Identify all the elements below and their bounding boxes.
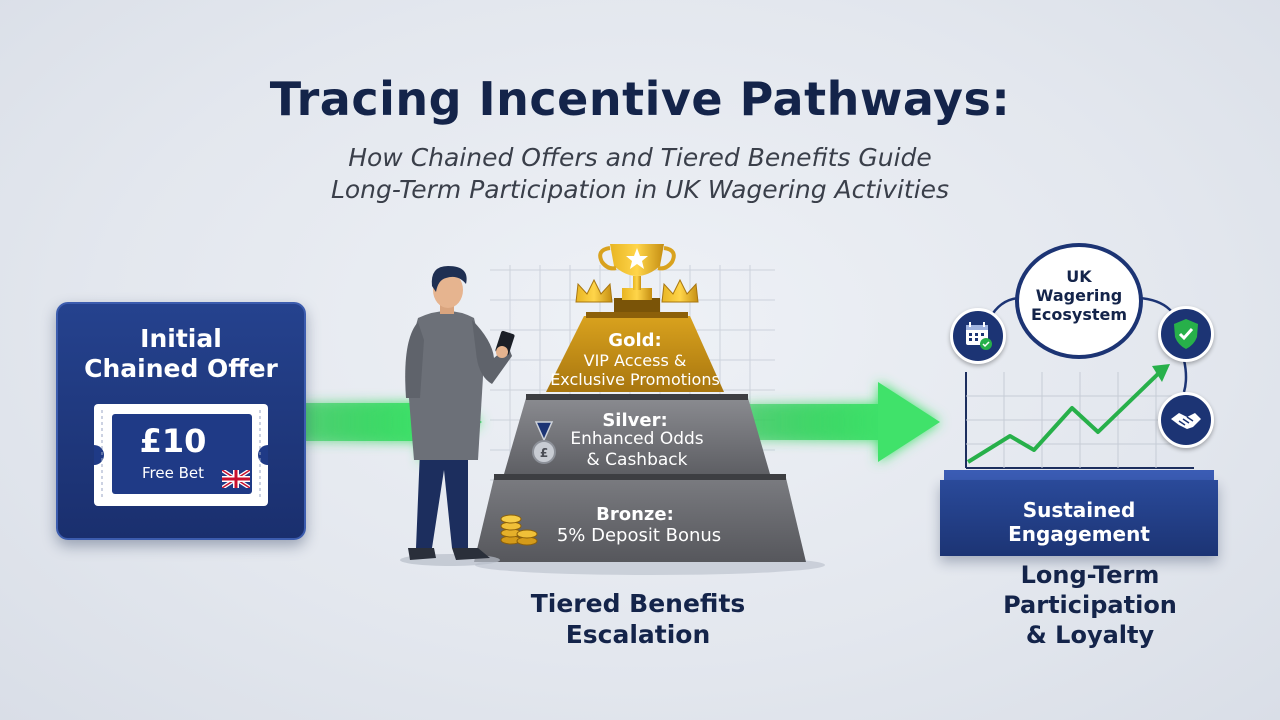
engagement-label: Sustained Engagement (940, 498, 1218, 546)
calendar-icon (950, 308, 1006, 364)
ecosystem-label: UK Wagering Ecosystem (1019, 267, 1139, 324)
ticket-notches (94, 410, 268, 500)
ecosystem-label-line-3: Ecosystem (1030, 305, 1128, 324)
bronze-tier-name: Bronze: (596, 504, 674, 525)
growth-chart-icon (965, 364, 1194, 469)
gold-tier-desc-2: Exclusive Promotions (550, 370, 720, 389)
loyalty-caption-line-1: Long-Term (1020, 561, 1160, 589)
uk-flag-icon (222, 470, 250, 488)
ticket-panel: £10 Free Bet (112, 414, 252, 494)
ticket-icon: £10 Free Bet (94, 404, 268, 506)
free-bet-label: Free Bet (142, 464, 204, 482)
silver-tier-desc-1: Enhanced Odds (570, 429, 704, 449)
ecosystem-connector-bottom (1182, 359, 1188, 393)
ecosystem-label-line-2: Wagering (1035, 286, 1123, 305)
medal-icon: £ (532, 421, 556, 464)
loyalty-caption-line-3: & Loyalty (1025, 621, 1155, 649)
engagement-label-line-1: Sustained (1022, 498, 1136, 522)
handshake-icon (1158, 392, 1214, 448)
arrow-pyramid-to-engagement (745, 382, 940, 462)
calendar-glyph (966, 322, 992, 350)
trophy-icon (598, 244, 676, 312)
silver-tier-desc-2: & Cashback (586, 450, 688, 470)
gold-tier (546, 316, 724, 392)
offer-title-line-2: Chained Offer (84, 354, 278, 383)
pyramid-caption: Tiered Benefits Escalation (478, 588, 798, 650)
pyramid-caption-line-2: Escalation (565, 620, 711, 649)
engagement-box-top (944, 470, 1214, 482)
offer-title-line-1: Initial (140, 324, 222, 353)
silver-tier (504, 398, 770, 474)
gold-tier-name: Gold: (608, 330, 662, 351)
subtitle-line-2: Long-Term Participation in UK Wagering A… (330, 175, 950, 204)
initial-offer-card: Initial Chained Offer £10 Free Bet (56, 302, 306, 540)
loyalty-caption-line-2: Participation (1003, 591, 1177, 619)
engagement-box: Sustained Engagement (940, 480, 1218, 556)
shield-check-icon (1158, 306, 1214, 362)
ecosystem-label-line-1: UK (1066, 267, 1092, 286)
page-title: Tracing Incentive Pathways: (269, 72, 1011, 126)
shield-glyph (1174, 319, 1198, 349)
gold-tier-desc-1: VIP Access & (583, 351, 687, 370)
pyramid-caption-line-1: Tiered Benefits (530, 589, 746, 618)
handshake-glyph (1171, 413, 1201, 429)
ecosystem-circle: UK Wagering Ecosystem (1015, 243, 1143, 359)
crown-icon (575, 278, 613, 303)
bronze-tier (474, 478, 806, 562)
crown-icon (661, 278, 699, 303)
subtitle-line-1: How Chained Offers and Tiered Benefits G… (348, 143, 932, 172)
person-icon (400, 266, 515, 566)
loyalty-caption: Long-Term Participation & Loyalty (940, 560, 1240, 650)
svg-text:£: £ (540, 446, 548, 460)
offer-title: Initial Chained Offer (58, 324, 304, 384)
silver-tier-name: Silver: (602, 410, 668, 431)
bronze-tier-desc: 5% Deposit Bonus (556, 525, 722, 546)
coins-icon (500, 514, 538, 546)
engagement-label-line-2: Engagement (1008, 522, 1150, 546)
free-bet-amount: £10 (139, 422, 207, 460)
